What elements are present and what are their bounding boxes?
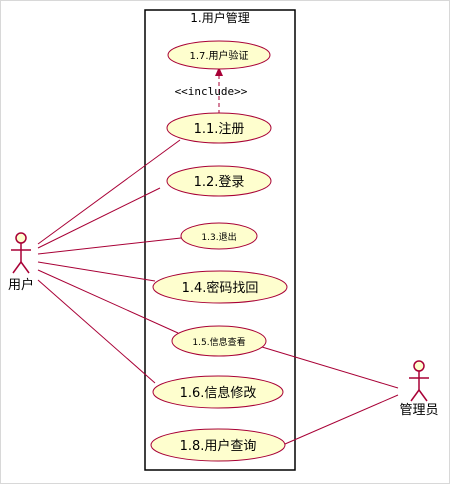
assoc-user-uc15 xyxy=(37,269,179,334)
actor-admin[interactable]: 管理员 xyxy=(399,360,439,418)
use-case-1-5-label: 1.5.信息查看 xyxy=(192,336,245,348)
use-case-1-4-label: 1.4.密码找回 xyxy=(182,280,259,296)
use-case-1-3-label: 1.3.退出 xyxy=(201,231,236,243)
assoc-user-uc14 xyxy=(37,261,156,282)
use-case-1-4[interactable]: 1.4.密码找回 xyxy=(152,270,288,304)
use-case-1-7-label: 1.7.用户验证 xyxy=(189,49,248,62)
use-case-1-2[interactable]: 1.2.登录 xyxy=(166,165,272,197)
assoc-user-uc11 xyxy=(37,139,181,245)
assoc-user-uc13 xyxy=(37,237,182,255)
assoc-admin-uc15 xyxy=(261,346,399,389)
use-case-1-6[interactable]: 1.6.信息修改 xyxy=(152,375,284,409)
use-case-1-1[interactable]: 1.1.注册 xyxy=(166,112,272,144)
user-stick-figure-icon xyxy=(11,232,31,274)
user-associations xyxy=(37,139,182,384)
actor-user-label: 用户 xyxy=(8,277,34,293)
admin-stick-figure-icon xyxy=(409,360,429,402)
assoc-user-uc16 xyxy=(37,279,156,384)
system-boundary xyxy=(144,9,296,471)
use-case-1-1-label: 1.1.注册 xyxy=(194,122,245,137)
actor-user[interactable]: 用户 xyxy=(8,232,34,293)
actor-admin-label: 管理员 xyxy=(399,403,438,418)
admin-associations xyxy=(261,346,399,445)
boundary-title: 1.用户管理 xyxy=(190,10,249,25)
use-case-1-8[interactable]: 1.8.用户查询 xyxy=(150,428,286,462)
use-case-1-6-label: 1.6.信息修改 xyxy=(180,385,257,401)
assoc-user-uc12 xyxy=(37,187,161,249)
use-case-1-7[interactable]: 1.7.用户验证 xyxy=(167,40,271,70)
include-stereotype: <<include>> xyxy=(175,85,248,98)
assoc-admin-uc18 xyxy=(284,394,399,445)
use-case-1-3[interactable]: 1.3.退出 xyxy=(180,222,258,250)
include-arrow-head xyxy=(215,67,223,76)
use-case-1-8-label: 1.8.用户查询 xyxy=(180,438,257,454)
use-case-1-2-label: 1.2.登录 xyxy=(194,175,245,190)
use-case-1-5[interactable]: 1.5.信息查看 xyxy=(171,325,267,357)
